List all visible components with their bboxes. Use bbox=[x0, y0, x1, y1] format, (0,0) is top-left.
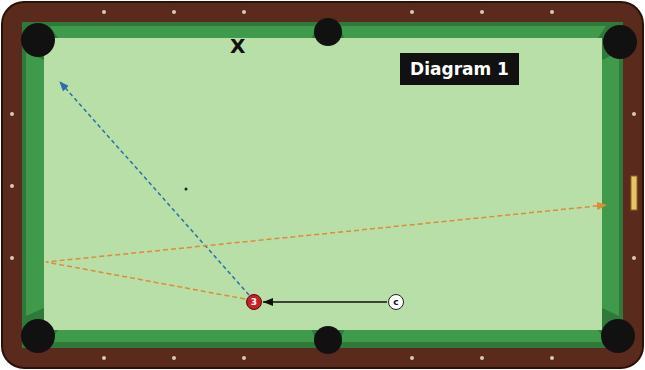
spot-mark: X bbox=[230, 34, 245, 58]
object-ball: 3 bbox=[246, 294, 262, 310]
ball-number: 3 bbox=[251, 298, 257, 307]
ball-number: c bbox=[393, 298, 398, 307]
cue-stroke-arrow bbox=[263, 301, 387, 302]
cue-ball: c bbox=[388, 294, 404, 310]
diagram-title: Diagram 1 bbox=[410, 59, 509, 79]
title-box: Diagram 1 bbox=[400, 53, 519, 85]
